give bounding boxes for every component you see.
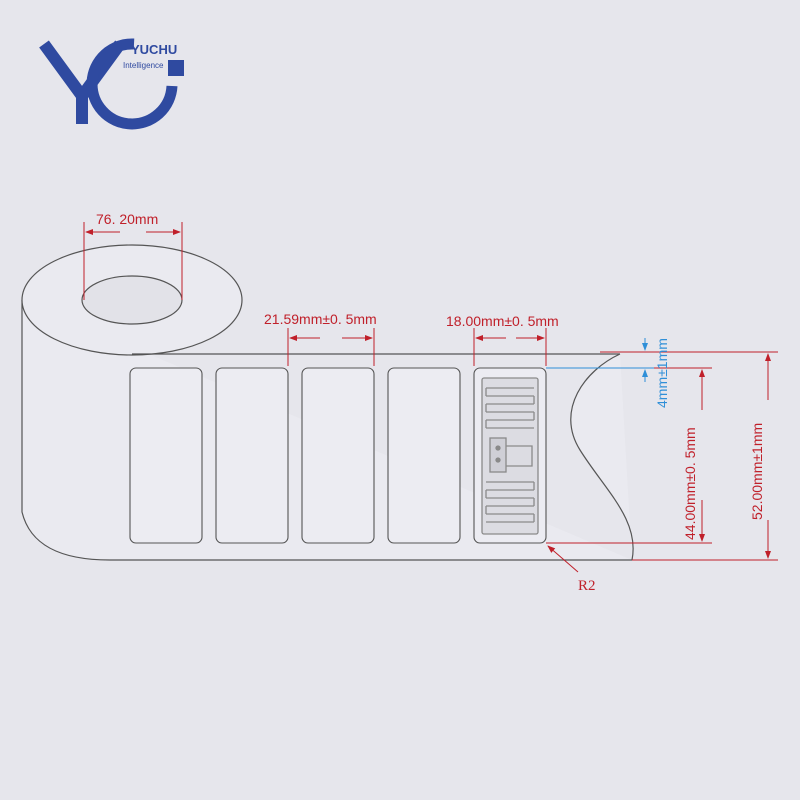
corner-radius-label: R2 (578, 578, 596, 594)
chip-pad (489, 437, 507, 473)
liner-torn-end (570, 353, 634, 561)
inlay-outline (481, 377, 539, 535)
logo-tagline: Intelligence (123, 61, 164, 70)
chip-dot-2 (495, 457, 501, 463)
dimension-lines (83, 222, 778, 573)
gap-dimension (546, 338, 654, 382)
label-width-label: 21.59mm±0. 5mm (264, 311, 377, 327)
roll-core-hole (81, 275, 183, 325)
logo-brand: YUCHU (131, 42, 177, 57)
chip-loop (506, 445, 533, 467)
logo-c-mark (86, 38, 178, 130)
inlay-width-label: 18.00mm±0. 5mm (446, 313, 559, 329)
label-4 (387, 367, 461, 544)
antenna-meander-bottom-links (485, 482, 535, 522)
label-3 (301, 367, 375, 544)
logo-square (168, 60, 184, 76)
gap-label: 4mm±1mm (654, 338, 670, 408)
yuchu-logo: YUCHU Intelligence (39, 38, 184, 130)
rfid-antenna-inlay (481, 377, 539, 535)
antenna-meander-top-links (485, 388, 535, 428)
liner-height-label: 52.00mm±1mm (749, 423, 765, 520)
antenna-meander-bottom (486, 481, 534, 523)
antenna-meander-top (486, 387, 534, 429)
label-height-label: 44.00mm±0. 5mm (682, 427, 698, 540)
core-diameter-label: 76. 20mm (96, 211, 158, 227)
label-2 (215, 367, 289, 544)
label-1 (129, 367, 203, 544)
chip-dot-1 (495, 445, 501, 451)
corner-radius-leader (547, 545, 579, 573)
